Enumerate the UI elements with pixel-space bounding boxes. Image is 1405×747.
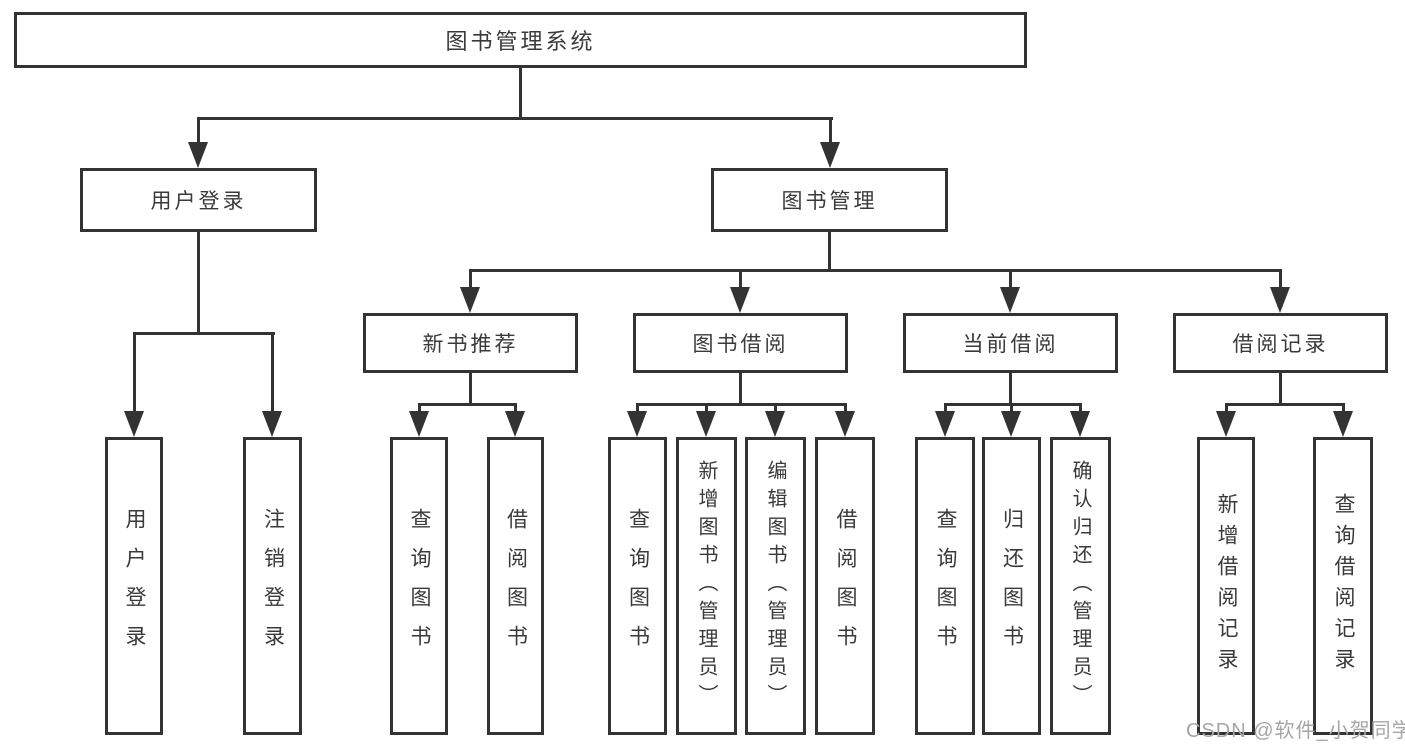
arrowhead-down (1001, 411, 1021, 437)
connector-borrow-drop (844, 403, 847, 415)
connector-root-stem (519, 68, 522, 120)
node-label: 新书推荐 (422, 333, 519, 356)
node-leaf-br-query-record: 查询借阅记录 (1313, 437, 1373, 735)
connector-root-right-drop (829, 117, 832, 145)
connector-mgmt-hline (469, 269, 1282, 272)
node-label: 编辑图书（管理员） (764, 460, 786, 712)
connector-rec-drop (418, 403, 421, 415)
connector-login-left-drop (133, 332, 136, 414)
connector-root-left-drop (197, 117, 200, 145)
connector-current-drop (1010, 403, 1013, 415)
node-leaf-br-add-record: 新增借阅记录 (1197, 437, 1255, 735)
node-label: 用户登录 (123, 508, 146, 664)
connector-rec-hline (418, 403, 517, 406)
node-leaf-logout: 注销登录 (243, 437, 302, 735)
connector-login-right-drop (271, 332, 274, 414)
node-label: 查询图书 (408, 508, 431, 664)
connector-borrow-drop (774, 403, 777, 415)
connector-borrow-stem (739, 373, 742, 406)
arrowhead-down (696, 411, 716, 437)
arrowhead-down (1000, 287, 1020, 313)
node-leaf-cb-confirm-return-admin: 确认归还（管理员） (1050, 437, 1111, 735)
watermark: CSDN @软件_小贺同学 (1186, 720, 1405, 742)
arrowhead-down (765, 411, 785, 437)
arrowhead-down (262, 411, 282, 437)
connector-mgmt-drop (739, 269, 742, 291)
connector-mgmt-stem (828, 232, 831, 272)
node-label: 查询借阅记录 (1332, 493, 1355, 679)
node-new-book-recommend: 新书推荐 (363, 313, 578, 373)
node-leaf-bb-query-books: 查询图书 (608, 437, 667, 735)
node-label: 图书管理 (781, 190, 878, 213)
connector-records-stem (1279, 373, 1282, 406)
arrowhead-down (820, 142, 840, 168)
connector-records-drop (1225, 403, 1228, 415)
node-leaf-cb-return-books: 归还图书 (982, 437, 1041, 735)
arrowhead-down (124, 411, 144, 437)
node-label: 借阅图书 (504, 508, 528, 664)
node-label: 图书借阅 (692, 333, 789, 356)
node-label: 当前借阅 (962, 333, 1059, 356)
connector-current-hline (944, 403, 1082, 406)
arrowhead-down (730, 287, 750, 313)
connector-records-hline (1225, 403, 1344, 406)
node-current-borrowing: 当前借阅 (903, 313, 1118, 373)
node-label: 归还图书 (1000, 508, 1024, 664)
connector-current-stem (1009, 373, 1012, 406)
node-leaf-bb-borrow-books: 借阅图书 (815, 437, 875, 735)
node-label: 注销登录 (261, 508, 285, 664)
node-leaf-user-login: 用户登录 (105, 437, 163, 735)
node-user-login: 用户登录 (80, 168, 317, 232)
connector-current-drop (1079, 403, 1082, 415)
node-label: 新增图书（管理员） (695, 460, 717, 712)
connector-borrow-hline (636, 403, 847, 406)
connector-mgmt-drop (1279, 269, 1282, 291)
arrowhead-down (188, 142, 208, 168)
connector-current-drop (944, 403, 947, 415)
connector-root-hline (197, 117, 833, 120)
node-label: 借阅记录 (1232, 333, 1329, 356)
node-label: 查询图书 (626, 508, 650, 664)
arrowhead-down (935, 411, 955, 437)
node-leaf-rec-borrow-books: 借阅图书 (487, 437, 544, 735)
node-book-management: 图书管理 (711, 168, 948, 232)
node-leaf-bb-add-books-admin: 新增图书（管理员） (676, 437, 737, 735)
arrowhead-down (627, 411, 647, 437)
arrowhead-down (1070, 411, 1090, 437)
node-borrowing-records: 借阅记录 (1173, 313, 1388, 373)
node-label: 借阅图书 (834, 508, 857, 664)
connector-borrow-drop (636, 403, 639, 415)
connector-rec-drop (514, 403, 517, 415)
node-label: 图书管理系统 (445, 29, 596, 54)
node-leaf-cb-query-books: 查询图书 (915, 437, 975, 735)
connector-login-stem (197, 232, 200, 335)
node-book-borrowing: 图书借阅 (633, 313, 848, 373)
arrowhead-down (1333, 411, 1353, 437)
arrowhead-down (460, 287, 480, 313)
connector-rec-stem (469, 373, 472, 406)
node-label: 用户登录 (150, 190, 247, 213)
arrowhead-down (1270, 287, 1290, 313)
connector-login-hline (133, 332, 275, 335)
node-label: 查询图书 (934, 508, 957, 664)
arrowhead-down (505, 411, 525, 437)
connector-mgmt-drop (1009, 269, 1012, 291)
arrowhead-down (409, 411, 429, 437)
node-label: 确认归还（管理员） (1069, 460, 1091, 712)
node-leaf-rec-query-books: 查询图书 (390, 437, 448, 735)
connector-records-drop (1342, 403, 1345, 415)
node-leaf-bb-edit-books-admin: 编辑图书（管理员） (745, 437, 806, 735)
arrowhead-down (1216, 411, 1236, 437)
connector-mgmt-drop (469, 269, 472, 291)
node-label: 新增借阅记录 (1215, 493, 1238, 679)
arrowhead-down (835, 411, 855, 437)
node-library-management-system: 图书管理系统 (14, 12, 1027, 68)
connector-borrow-drop (705, 403, 708, 415)
